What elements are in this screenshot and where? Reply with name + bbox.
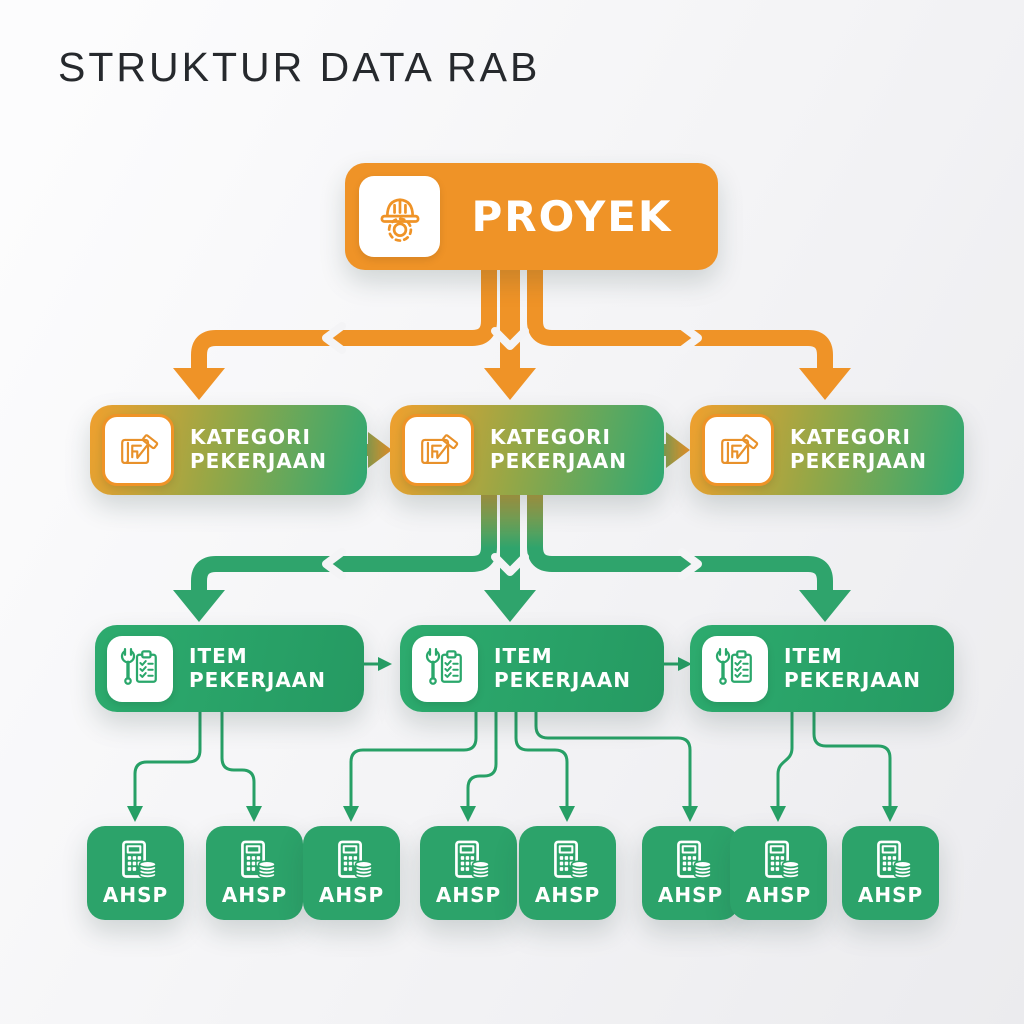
kategori-horizontal-arrows xyxy=(344,432,690,468)
ahsp-arrowheads xyxy=(127,806,898,822)
node-item-3: ITEM PEKERJAAN xyxy=(690,625,954,712)
ahsp-label: AHSP xyxy=(657,883,724,908)
node-ahsp-3: AHSP xyxy=(303,826,400,920)
proyek-to-kategori-arrows xyxy=(173,262,851,400)
node-ahsp-5: AHSP xyxy=(519,826,616,920)
item-label-line2: PEKERJAAN xyxy=(784,667,922,692)
wrench-checklist-icon xyxy=(421,645,469,693)
kategori-label-line2: PEKERJAAN xyxy=(190,449,328,473)
item-icon-tile xyxy=(702,635,768,702)
kategori-label-line2: PEKERJAAN xyxy=(790,449,928,473)
ahsp-label: AHSP xyxy=(857,883,924,908)
blueprint-hammer-icon xyxy=(715,427,761,473)
node-kategori-2: KATEGORI PEKERJAAN xyxy=(390,405,664,495)
kategori-icon-tile xyxy=(702,414,774,486)
kategori-icon-tile xyxy=(102,414,174,486)
kategori-label: KATEGORI PEKERJAAN xyxy=(190,426,327,473)
node-kategori-3: KATEGORI PEKERJAAN xyxy=(690,405,964,495)
node-ahsp-8: AHSP xyxy=(842,826,939,920)
ahsp-label: AHSP xyxy=(221,883,288,908)
calculator-coins-icon xyxy=(755,838,803,882)
item-label-line2: PEKERJAAN xyxy=(189,667,327,692)
calculator-coins-icon xyxy=(544,838,592,882)
ahsp-label: AHSP xyxy=(745,883,812,908)
blueprint-hammer-icon xyxy=(415,427,461,473)
kategori-label-line1: KATEGORI xyxy=(490,425,611,450)
calculator-coins-icon xyxy=(231,838,279,882)
item-to-ahsp-connectors xyxy=(133,710,892,810)
item-label-line1: ITEM xyxy=(784,643,843,668)
ahsp-label: AHSP xyxy=(435,883,502,908)
calculator-coins-icon xyxy=(667,838,715,882)
wrench-checklist-icon xyxy=(711,645,759,693)
item-label-line2: PEKERJAAN xyxy=(494,667,632,692)
ahsp-label: AHSP xyxy=(102,883,169,908)
node-item-2: ITEM PEKERJAAN xyxy=(400,625,664,712)
wrench-checklist-icon xyxy=(116,645,164,693)
calculator-coins-icon xyxy=(445,838,493,882)
item-label: ITEM PEKERJAAN xyxy=(494,643,632,692)
blueprint-hammer-icon xyxy=(115,427,161,473)
node-kategori-1: KATEGORI PEKERJAAN xyxy=(90,405,367,495)
kategori-to-item-arrows xyxy=(173,488,851,622)
ahsp-label: AHSP xyxy=(534,883,601,908)
node-ahsp-7: AHSP xyxy=(730,826,827,920)
item-label: ITEM PEKERJAAN xyxy=(189,643,327,692)
helmet-gear-icon xyxy=(371,188,429,246)
calculator-coins-icon xyxy=(328,838,376,882)
node-ahsp-4: AHSP xyxy=(420,826,517,920)
node-item-1: ITEM PEKERJAAN xyxy=(95,625,364,712)
kategori-icon-tile xyxy=(402,414,474,486)
proyek-label: PROYEK xyxy=(471,191,673,241)
kategori-label: KATEGORI PEKERJAAN xyxy=(790,426,927,473)
item-label-line1: ITEM xyxy=(494,643,553,668)
calculator-coins-icon xyxy=(112,838,160,882)
kategori-label-line1: KATEGORI xyxy=(790,425,911,450)
node-ahsp-1: AHSP xyxy=(87,826,184,920)
ahsp-label: AHSP xyxy=(318,883,385,908)
page-title: STRUKTUR DATA RAB xyxy=(58,44,541,90)
node-ahsp-2: AHSP xyxy=(206,826,303,920)
item-icon-tile xyxy=(107,635,173,702)
calculator-coins-icon xyxy=(867,838,915,882)
item-icon-tile xyxy=(412,635,478,702)
node-ahsp-6: AHSP xyxy=(642,826,739,920)
kategori-label-line1: KATEGORI xyxy=(190,425,311,450)
item-label: ITEM PEKERJAAN xyxy=(784,643,922,692)
item-label-line1: ITEM xyxy=(189,643,248,668)
node-proyek: PROYEK xyxy=(345,163,718,270)
kategori-label: KATEGORI PEKERJAAN xyxy=(490,426,627,473)
proyek-icon-tile xyxy=(359,176,440,257)
kategori-label-line2: PEKERJAAN xyxy=(490,449,628,473)
